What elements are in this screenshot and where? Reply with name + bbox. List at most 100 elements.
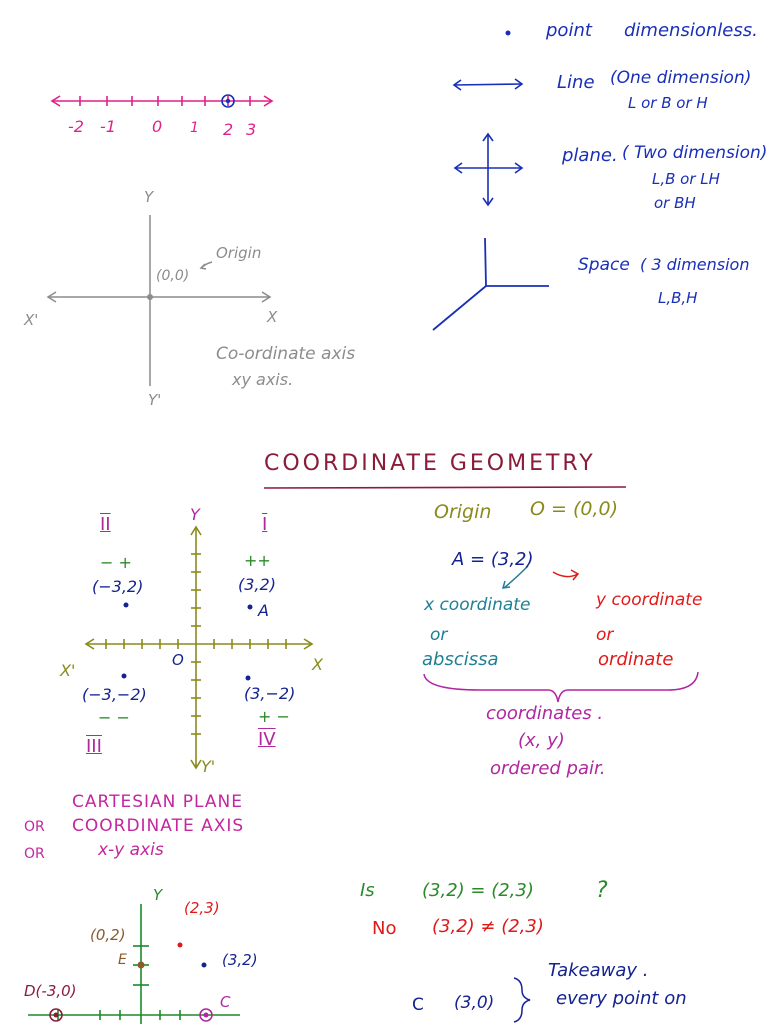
coord-q4: (3,−2)	[244, 684, 296, 703]
takeaway-c-coord: (3,0)	[454, 993, 495, 1013]
plane-note: ( Two dimension)	[622, 143, 768, 163]
point-d	[53, 1012, 59, 1018]
question-lhs: (3,2) = (2,3)	[422, 880, 534, 901]
line-note-2: L or B or H	[628, 94, 708, 112]
point-d-label: D(-3,0)	[24, 982, 77, 1000]
space-note: ( 3 dimension	[640, 255, 750, 274]
coord-q1: (3,2)	[238, 575, 276, 594]
space-label: Space	[578, 255, 630, 275]
coord-q2: (−3,2)	[92, 577, 144, 596]
coord-arrows	[501, 565, 580, 589]
tick-label: -1	[100, 117, 116, 136]
point-c	[203, 1012, 209, 1018]
point-a-equation: A = (3,2)	[452, 549, 534, 570]
origin-coord: (0,0)	[156, 268, 190, 284]
origin-word: Origin	[434, 501, 492, 523]
quad-y-label: Y	[190, 505, 200, 524]
heading-underline	[263, 486, 627, 489]
quadrant-axes	[84, 525, 314, 770]
coordinates-brace	[423, 671, 699, 703]
point-e-label: E	[118, 952, 127, 968]
y-coordinate-label: y coordinate	[596, 590, 703, 610]
number-line-point	[225, 98, 231, 104]
cartesian-or-1: OR	[24, 819, 45, 835]
point-e	[137, 961, 145, 969]
point-32-label: (3,2)	[222, 951, 258, 969]
axis-y-prime-label: Y'	[148, 391, 162, 409]
question-is: Is	[360, 880, 375, 901]
axis-caption-1: Co-ordinate axis	[216, 344, 356, 364]
point-a	[247, 604, 253, 610]
ordinate-label: ordinate	[598, 649, 674, 670]
cartesian-or-2: OR	[24, 846, 45, 862]
tick-label: 3	[246, 120, 257, 139]
point-c-label: C	[220, 993, 231, 1011]
origin-equation: O = (0,0)	[530, 498, 618, 520]
line-arrow-icon	[452, 78, 524, 91]
abscissa-label: abscissa	[422, 649, 499, 670]
point-note: dimensionless.	[624, 20, 758, 41]
or-label: or	[596, 625, 614, 645]
takeaway-label: Takeaway .	[548, 960, 649, 981]
takeaway-text: every point on	[556, 988, 687, 1009]
sign-q4: + −	[258, 707, 290, 726]
coord-q3: (−3,−2)	[82, 685, 147, 704]
space-note-2: L,B,H	[658, 289, 698, 307]
point-q3	[121, 673, 127, 679]
quadrant-3-label: III	[86, 736, 102, 757]
ordered-pair-label: ordered pair.	[490, 758, 606, 779]
plane-cross-icon	[453, 132, 524, 207]
cartesian-line-2: COORDINATE AXIS	[72, 816, 245, 836]
coordinates-label: coordinates .	[486, 703, 604, 724]
point-dot	[505, 30, 511, 36]
plane-label: plane.	[562, 145, 618, 166]
axis-sketch	[46, 215, 272, 386]
sign-q1: ++	[244, 551, 271, 570]
axis-x-label: X	[267, 308, 278, 326]
cartesian-line-3: x-y axis	[98, 840, 164, 860]
answer-no: No	[372, 918, 397, 939]
quadrant-2-label: II	[100, 514, 111, 535]
point-a-label: A	[258, 601, 269, 620]
point-32	[201, 962, 207, 968]
bottom-graph-axes	[28, 904, 240, 1024]
origin-point	[147, 294, 153, 300]
axis-x-prime-label: X'	[24, 311, 39, 329]
line-note: (One dimension)	[610, 68, 752, 88]
origin-label: Origin	[216, 244, 262, 262]
axis-y-label: Y	[144, 188, 154, 206]
x-coordinate-label: x coordinate	[424, 595, 531, 615]
takeaway-c: C	[412, 995, 424, 1015]
sign-q2: − +	[100, 553, 132, 572]
answer-neq: (3,2) ≠ (2,3)	[432, 916, 544, 937]
tick-label: -2	[68, 117, 84, 136]
or-label: or	[430, 625, 448, 645]
plane-note-2: L,B or LH	[652, 170, 720, 188]
quadrant-4-label: IV	[258, 729, 276, 750]
point-23	[177, 942, 183, 948]
point-q2	[123, 602, 129, 608]
quadrant-1-label: I	[262, 514, 268, 535]
quad-x-label: X	[312, 655, 323, 674]
point-02-label: (0,2)	[90, 926, 126, 944]
sign-q3: − −	[98, 708, 130, 727]
page-title: COORDINATE GEOMETRY	[264, 451, 596, 476]
quad-origin-label: O	[172, 651, 184, 669]
cartesian-line-1: CARTESIAN PLANE	[72, 792, 243, 812]
point-23-label: (2,3)	[184, 899, 220, 917]
plane-note-3: or BH	[654, 194, 696, 212]
xy-pair-label: (x, y)	[518, 730, 565, 751]
space-axes-icon	[432, 237, 549, 331]
line-label: Line	[557, 72, 595, 93]
tick-label: 1	[190, 120, 199, 136]
tick-label: 0	[152, 117, 163, 136]
point-label: point	[546, 20, 592, 41]
point-q4	[245, 675, 251, 681]
quad-x-prime-label: X'	[60, 661, 76, 680]
quad-y-prime-label: Y'	[201, 757, 216, 776]
axis-caption-2: xy axis.	[232, 370, 294, 389]
bottom-y-label: Y	[153, 886, 163, 904]
number-line	[50, 94, 274, 108]
takeaway-brace	[513, 977, 531, 1023]
